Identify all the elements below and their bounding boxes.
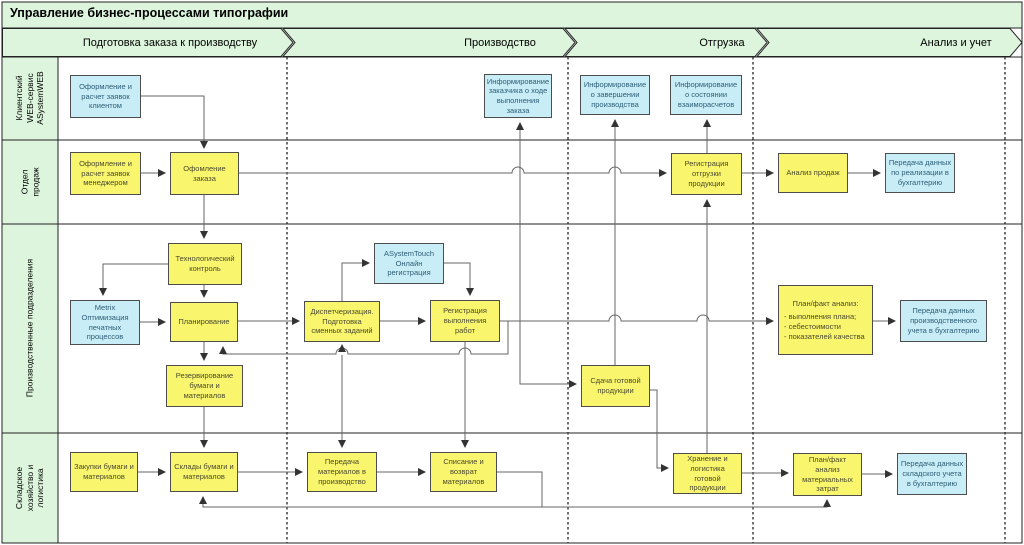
node-label: Склады бумаги и материалов (174, 462, 234, 481)
node-plan-fact-material-costs[interactable]: План/факт анализ материальных затрат (793, 453, 862, 496)
node-materials-transfer[interactable]: Передача материалов в производство (307, 452, 377, 492)
node-label: Диспетчеризация. Подготовка сменных зада… (310, 306, 374, 336)
node-production-data-to-accounting[interactable]: Передача данных производственного учета … (900, 300, 987, 342)
node-label: Резервирование бумаги и материалов (175, 371, 234, 400)
node-inform-production-done[interactable]: Информирование о завершении производства (580, 75, 650, 115)
node-label: Передача материалов в производство (318, 457, 366, 486)
node-shipment-registration[interactable]: Регистрация отгрузки продукции (671, 153, 742, 195)
node-label: Информирование о завершении производства (583, 80, 647, 109)
node-label: Закупки бумаги и материалов (74, 462, 134, 481)
node-work-registration[interactable]: Регистрация выполнения работ (430, 300, 500, 342)
node-writeoff-return[interactable]: Списание и возврат материалов (430, 452, 497, 492)
node-label: Планирование (178, 317, 230, 327)
node-label: Оформление и расчет заявок клиентом (79, 81, 132, 111)
node-warehouse-data-to-accounting[interactable]: Передача данных складского учета в бухга… (897, 453, 967, 495)
node-label: Регистрация отгрузки продукции (684, 159, 729, 188)
node-sales-analysis[interactable]: Анализ продаж (778, 153, 848, 193)
node-label: Сдача готовой продукции (590, 376, 641, 395)
phase-analysis: Анализ и учет (920, 37, 992, 49)
node-label: Офомление заказа (183, 163, 226, 183)
node-bullets: - выполнения плана; - себестоимости - по… (784, 312, 865, 341)
node-label: Оформление и расчет заявок менеджером (79, 158, 132, 188)
node-label: План/факт анализ материальных затрат (802, 455, 853, 494)
node-inform-settlements[interactable]: Информирование о состоянии взаиморасчето… (670, 75, 742, 115)
node-label: ASystemTouch Онлайн регистрация (383, 248, 435, 278)
node-asystemtouch-online[interactable]: ASystemTouch Онлайн регистрация (374, 243, 444, 284)
node-label: План/факт анализ: (792, 298, 859, 308)
node-dispatching[interactable]: Диспетчеризация. Подготовка сменных зада… (304, 301, 380, 342)
node-manager-request[interactable]: Оформление и расчет заявок менеджером (70, 152, 141, 195)
lane-warehouse-logistics: Складское хозяйство и логистика (14, 464, 46, 512)
node-paper-purchasing[interactable]: Закупки бумаги и материалов (70, 452, 138, 492)
node-label: Передача данных складского учета в бухга… (900, 459, 964, 488)
node-plan-fact-analysis[interactable]: План/факт анализ: - выполнения плана; - … (778, 285, 873, 355)
node-label: Списание и возврат материалов (442, 457, 485, 486)
node-label: Metrix Оптимизация печатных процессов (81, 303, 129, 342)
node-label: Передача данных по реализации в бухгалте… (888, 158, 952, 187)
phase-order-preparation: Подготовка заказа к производству (82, 37, 258, 49)
lane-sales-department: Отдел продаж (19, 167, 40, 197)
node-label: Информирование заказчика о ходе выполнен… (486, 76, 550, 115)
node-label: Хранение и логистика готовой продукции (687, 454, 728, 493)
node-label: Передача данных производственного учета … (907, 306, 980, 335)
node-metrix-optimization[interactable]: Metrix Оптимизация печатных процессов (70, 300, 140, 345)
node-label: Технологический контроль (175, 254, 235, 273)
diagram-title: Управление бизнес-процессами типографии (10, 6, 289, 20)
node-storage-logistics[interactable]: Хранение и логистика готовой продукции (673, 453, 742, 494)
node-finished-goods-delivery[interactable]: Сдача готовой продукции (581, 365, 650, 407)
node-sales-data-to-accounting[interactable]: Передача данных по реализации в бухгалте… (885, 153, 955, 193)
node-order-registration[interactable]: Офомление заказа (170, 152, 239, 195)
node-label: Информирование о состоянии взаиморасчето… (674, 80, 738, 109)
node-client-request[interactable]: Оформление и расчет заявок клиентом (70, 75, 141, 118)
node-inform-order-progress[interactable]: Информирование заказчика о ходе выполнен… (484, 74, 552, 118)
lane-client-web-service: Клиентский WEB-сервис ASystemWEB (14, 71, 46, 125)
phase-shipment: Отгрузка (699, 37, 745, 49)
node-tech-control[interactable]: Технологический контроль (168, 243, 242, 285)
phase-production: Производство (464, 37, 536, 49)
lane-production-units: Производственные подразделения (24, 258, 35, 398)
node-paper-reservation[interactable]: Резервирование бумаги и материалов (166, 365, 243, 407)
node-label: Регистрация выполнения работ (443, 306, 487, 335)
node-label: Анализ продаж (786, 168, 840, 178)
node-planning[interactable]: Планирование (170, 302, 238, 342)
node-paper-warehouses[interactable]: Склады бумаги и материалов (170, 452, 238, 492)
